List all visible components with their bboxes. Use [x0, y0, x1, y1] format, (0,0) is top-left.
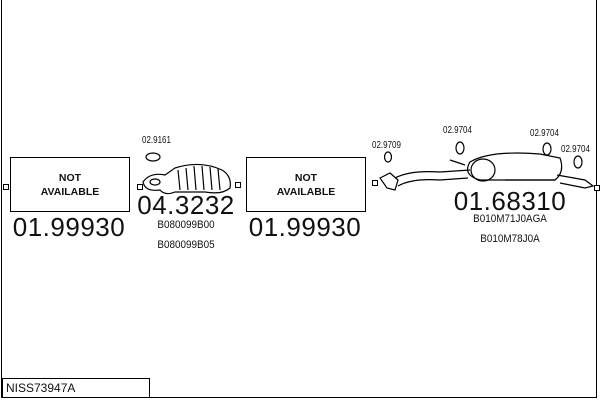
part-number: 01.99930 — [248, 212, 362, 242]
oem-code: B080099B05 — [157, 239, 215, 251]
part-number: 01.68310 — [453, 186, 567, 216]
connector-right — [594, 185, 600, 191]
box-text: NOT — [294, 171, 318, 184]
accessory-number: 02.9161 — [142, 135, 171, 146]
connector — [235, 182, 241, 188]
part-number: 04.3232 — [137, 190, 235, 220]
accessory-number: 02.9704 — [443, 125, 472, 136]
oem-code: B080099B00 — [157, 219, 215, 231]
oem-code: B010M78J0A — [480, 233, 540, 245]
oem-code: B010M71J0AGA — [473, 213, 547, 225]
connector-left — [3, 184, 9, 190]
rear-muffler-drawing — [379, 141, 595, 191]
box-text: NOT — [58, 171, 82, 184]
connector — [372, 180, 378, 186]
accessory-number: 02.9704 — [530, 128, 559, 139]
diagram-label: NISS73947A — [2, 378, 150, 398]
box-text: AVAILABLE — [276, 185, 336, 198]
part-number: 01.99930 — [12, 212, 126, 242]
catalytic-converter-drawing — [142, 152, 231, 195]
box-text: AVAILABLE — [40, 185, 100, 198]
accessory-number: 02.9704 — [561, 144, 590, 155]
connector — [137, 184, 143, 190]
accessory-number: 02.9709 — [372, 140, 401, 151]
